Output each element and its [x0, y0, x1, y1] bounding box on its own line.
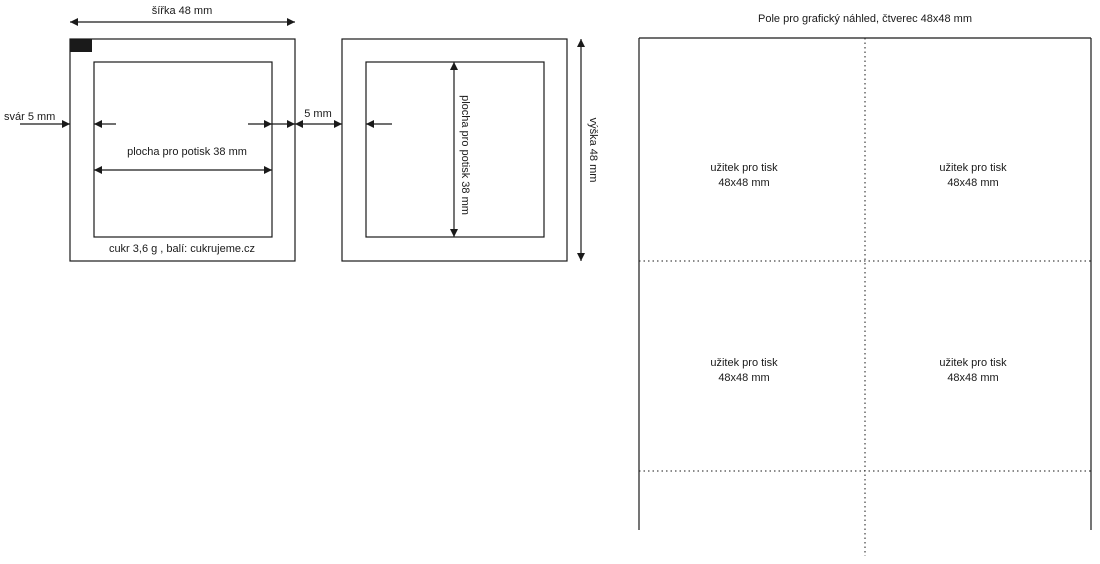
cell-label-line2: 48x48 mm	[947, 177, 998, 189]
left-inner-print-area	[93, 61, 273, 238]
width-label: šířka 48 mm	[152, 5, 213, 17]
middle-inner-print-area	[365, 61, 545, 238]
cell-label-line1: užitek pro tisk	[710, 162, 778, 174]
left-sachet-diagram: šířka 48 mm svár 5 mm plocha pro potisk …	[4, 5, 296, 262]
preview-cell: užitek pro tisk 48x48 mm	[710, 357, 778, 384]
registration-mark	[70, 39, 92, 52]
preview-panel: Pole pro grafický náhled, čtverec 48x48 …	[638, 13, 1092, 556]
left-outer-square	[69, 38, 296, 262]
cell-label-line1: užitek pro tisk	[939, 162, 1007, 174]
preview-title: Pole pro grafický náhled, čtverec 48x48 …	[758, 13, 972, 25]
preview-cell: užitek pro tisk 48x48 mm	[710, 162, 778, 189]
height-label: výška 48 mm	[587, 118, 599, 183]
print-area-label-left: plocha pro potisk 38 mm	[127, 146, 247, 158]
middle-outer-square	[341, 38, 568, 262]
seam-label: svár 5 mm	[4, 111, 55, 123]
footer-label: cukr 3,6 g , balí: cukrujeme.cz	[109, 243, 255, 255]
preview-cell: užitek pro tisk 48x48 mm	[939, 357, 1007, 384]
cell-label-line2: 48x48 mm	[947, 372, 998, 384]
middle-sachet-diagram: plocha pro potisk 38 mm výška 48 mm	[341, 38, 599, 262]
print-area-label-middle: plocha pro potisk 38 mm	[459, 95, 471, 215]
preview-cell: užitek pro tisk 48x48 mm	[939, 162, 1007, 189]
cell-label-line2: 48x48 mm	[718, 177, 769, 189]
cell-label-line1: užitek pro tisk	[710, 357, 778, 369]
gap-dimension: 5 mm	[272, 108, 342, 128]
gap-label: 5 mm	[304, 108, 332, 120]
cell-label-line2: 48x48 mm	[718, 372, 769, 384]
cell-label-line1: užitek pro tisk	[939, 357, 1007, 369]
